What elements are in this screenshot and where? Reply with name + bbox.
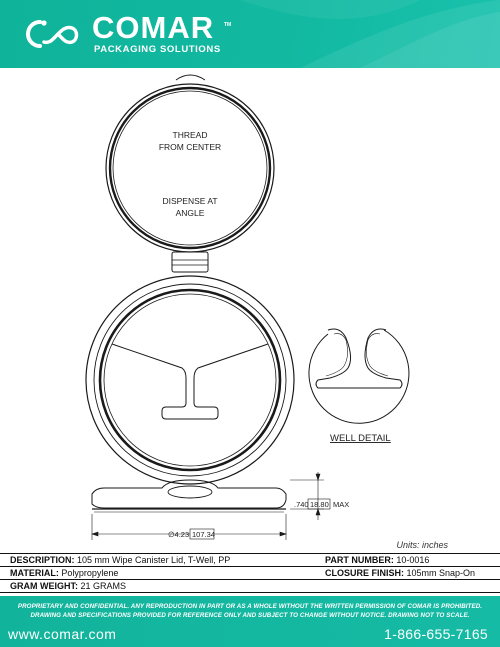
brand-tagline: PACKAGING SOLUTIONS	[94, 44, 221, 55]
dim-height-max: MAX	[333, 500, 349, 509]
spec-row: GRAM WEIGHT: 21 GRAMS	[0, 580, 500, 593]
spec-key-closure-finish: CLOSURE FINISH:	[325, 568, 405, 578]
spec-value-part-number: 10-0016	[396, 555, 430, 565]
disclaimer: PROPRIETARY AND CONFIDENTIAL. ANY REPROD…	[0, 602, 500, 620]
spec-table: DESCRIPTION: 105 mm Wipe Canister Lid, T…	[0, 553, 500, 593]
phone-number[interactable]: 1-866-655-7165	[384, 626, 488, 642]
disclaimer-line-1: PROPRIETARY AND CONFIDENTIAL. ANY REPROD…	[17, 603, 483, 610]
spec-key-part-number: PART NUMBER:	[325, 555, 394, 565]
header-swoosh-decoration	[240, 0, 500, 68]
lid-text-dispense-at: DISPENSE AT	[162, 196, 217, 206]
dim-diameter-inches: ∅4.23	[168, 530, 189, 539]
brand-name: COMAR	[92, 10, 215, 45]
spec-value-material: Polypropylene	[61, 568, 119, 578]
spec-row: DESCRIPTION: 105 mm Wipe Canister Lid, T…	[0, 554, 500, 567]
trademark-mark: TM	[224, 22, 232, 28]
website-link[interactable]: www.comar.com	[8, 626, 117, 642]
spec-key-material: MATERIAL:	[10, 568, 59, 578]
lid-text-from-center: FROM CENTER	[159, 142, 221, 152]
spec-value-gram-weight: 21 GRAMS	[80, 581, 127, 591]
lid-text-thread: THREAD	[173, 130, 208, 140]
spec-value-closure-finish: 105mm Snap-On	[406, 568, 476, 578]
spec-key-description: DESCRIPTION:	[10, 555, 75, 565]
units-label: Units: inches	[396, 540, 448, 550]
dimension-lines	[91, 472, 324, 540]
dim-height-mm: 18.80	[310, 500, 329, 509]
footer-banner: PROPRIETARY AND CONFIDENTIAL. ANY REPROD…	[0, 596, 500, 647]
dim-height-inches: .740	[294, 500, 309, 509]
well-detail-view	[308, 328, 410, 424]
disclaimer-line-2: DRAWING AND SPECIFICATIONS PROVIDED FOR …	[30, 612, 470, 619]
infinity-loop-logo-icon	[26, 20, 79, 48]
lid-base-view	[85, 275, 295, 485]
lid-flap-view	[105, 74, 275, 273]
side-profile-view	[91, 479, 287, 513]
well-detail-label: WELL DETAIL	[330, 433, 391, 444]
header-banner: COMAR TM PACKAGING SOLUTIONS	[0, 0, 500, 68]
spec-value-description: 105 mm Wipe Canister Lid, T-Well, PP	[77, 555, 231, 565]
spec-row: MATERIAL: Polypropylene CLOSURE FINISH: …	[0, 567, 500, 580]
lid-text-angle: ANGLE	[176, 208, 205, 218]
technical-drawing: THREAD FROM CENTER DISPENSE AT ANGLE WEL…	[85, 74, 410, 540]
spec-key-gram-weight: GRAM WEIGHT:	[10, 581, 78, 591]
dim-diameter-mm: 107.34	[192, 530, 215, 539]
